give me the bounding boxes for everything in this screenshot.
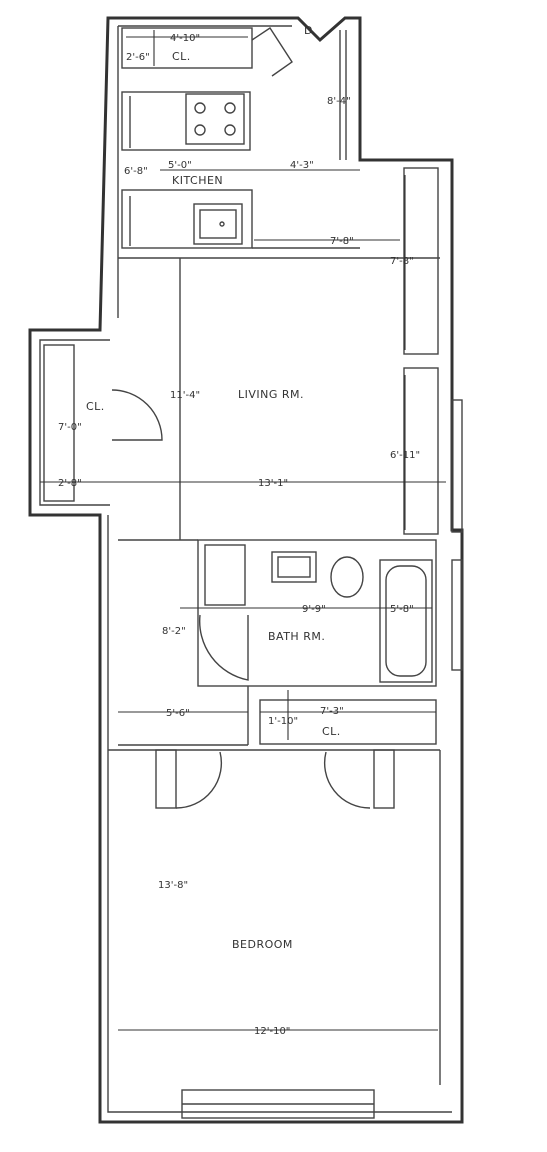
bedroom — [108, 749, 441, 1119]
dim-bedroom-depth: 13'-8" — [158, 880, 188, 891]
dim-kitchen-width: 5'-0" — [168, 160, 192, 171]
dimension-lines — [118, 169, 436, 740]
kitchen-lower-counter — [121, 189, 253, 249]
bedroom-label: BEDROOM — [232, 938, 293, 951]
top-closet — [121, 27, 253, 69]
closet-top-label: CL. — [172, 50, 191, 63]
bathtub — [379, 559, 433, 683]
dim-top-cl-depth: 2'-6" — [126, 52, 150, 63]
dim-top-cl-width: 4'-10" — [170, 33, 200, 44]
dim-living-left-depth: 11'-4" — [170, 390, 200, 401]
dim-bedroom-width: 12'-10" — [254, 1026, 290, 1037]
dim-bath-width: 9'-9" — [302, 604, 326, 615]
closet-left-label: CL. — [86, 400, 105, 413]
stove-icon — [185, 93, 245, 145]
bathroom — [197, 539, 463, 687]
dim-left-cl-width: 2'-8" — [58, 478, 82, 489]
kitchen-label: KITCHEN — [172, 174, 223, 187]
living-room-label: LIVING RM. — [238, 388, 304, 401]
dim-kitchen-depth: 6'-8" — [124, 166, 148, 177]
dim-entry-depth: 8'-4" — [327, 96, 351, 107]
sink-icon — [193, 203, 243, 245]
dim-left-cl-depth: 7'-0" — [58, 422, 82, 433]
dim-living-upper-depth: 7'-8" — [390, 256, 414, 267]
dim-hall-depth: 8'-2" — [162, 626, 186, 637]
outer-wall — [28, 16, 464, 1124]
dim-hall-width: 5'-6" — [166, 708, 190, 719]
dim-living-upper-width: 7'-8" — [330, 236, 354, 247]
hall-and-closets — [118, 539, 437, 746]
dim-living-width: 13'-1" — [258, 478, 288, 489]
bath-room-label: BATH RM. — [268, 630, 325, 643]
inner-wall-line — [39, 25, 452, 1113]
kitchen-counter — [121, 91, 251, 151]
dim-entry-width: 4'-3" — [290, 160, 314, 171]
dim-tub-width: 5'-8" — [390, 604, 414, 615]
dim-living-right-depth: 6'-11" — [390, 450, 420, 461]
door-mark: D — [304, 24, 313, 37]
entry-door[interactable] — [251, 27, 347, 160]
left-closet — [40, 344, 446, 502]
living-room-walls — [118, 167, 463, 540]
closet-bed-label: CL. — [322, 725, 341, 738]
dim-bed-cl-width: 7'-3" — [320, 706, 344, 717]
dim-bed-cl-depth: 1'-10" — [268, 716, 298, 727]
